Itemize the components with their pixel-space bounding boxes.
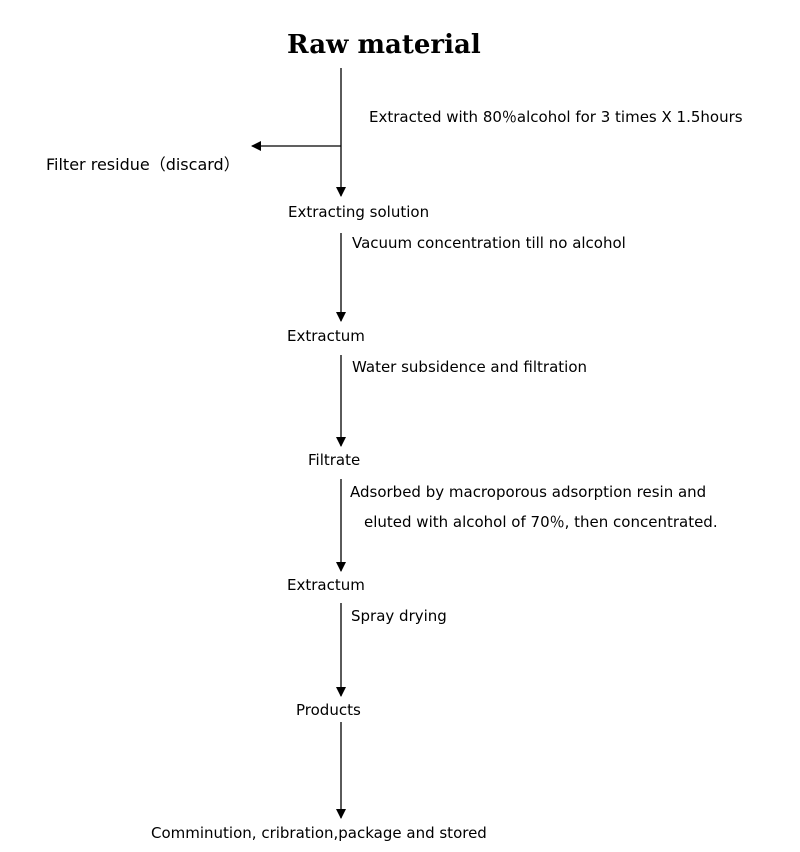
step-adsorption-line-2: eluted with alcohol of 70％, then concent… <box>364 513 718 531</box>
node-raw-material: Raw material <box>287 30 481 60</box>
node-extracting-solution: Extracting solution <box>288 203 430 221</box>
node-filtrate: Filtrate <box>308 451 361 469</box>
step-spray-drying: Spray drying <box>351 607 447 625</box>
step-water-subsidence: Water subsidence and filtration <box>352 358 588 376</box>
step-extraction: Extracted with 80％alcohol for 3 times X … <box>369 108 743 126</box>
node-final-step: Comminution, cribration,package and stor… <box>151 824 487 842</box>
step-adsorption-line-1: Adsorbed by macroporous adsorption resin… <box>350 483 707 501</box>
step-vacuum-concentration: Vacuum concentration till no alcohol <box>352 234 626 252</box>
node-products: Products <box>296 701 361 719</box>
node-filter-residue: Filter residue（discard） <box>46 155 240 174</box>
node-extractum-2: Extractum <box>287 576 365 594</box>
node-extractum-1: Extractum <box>287 327 365 345</box>
